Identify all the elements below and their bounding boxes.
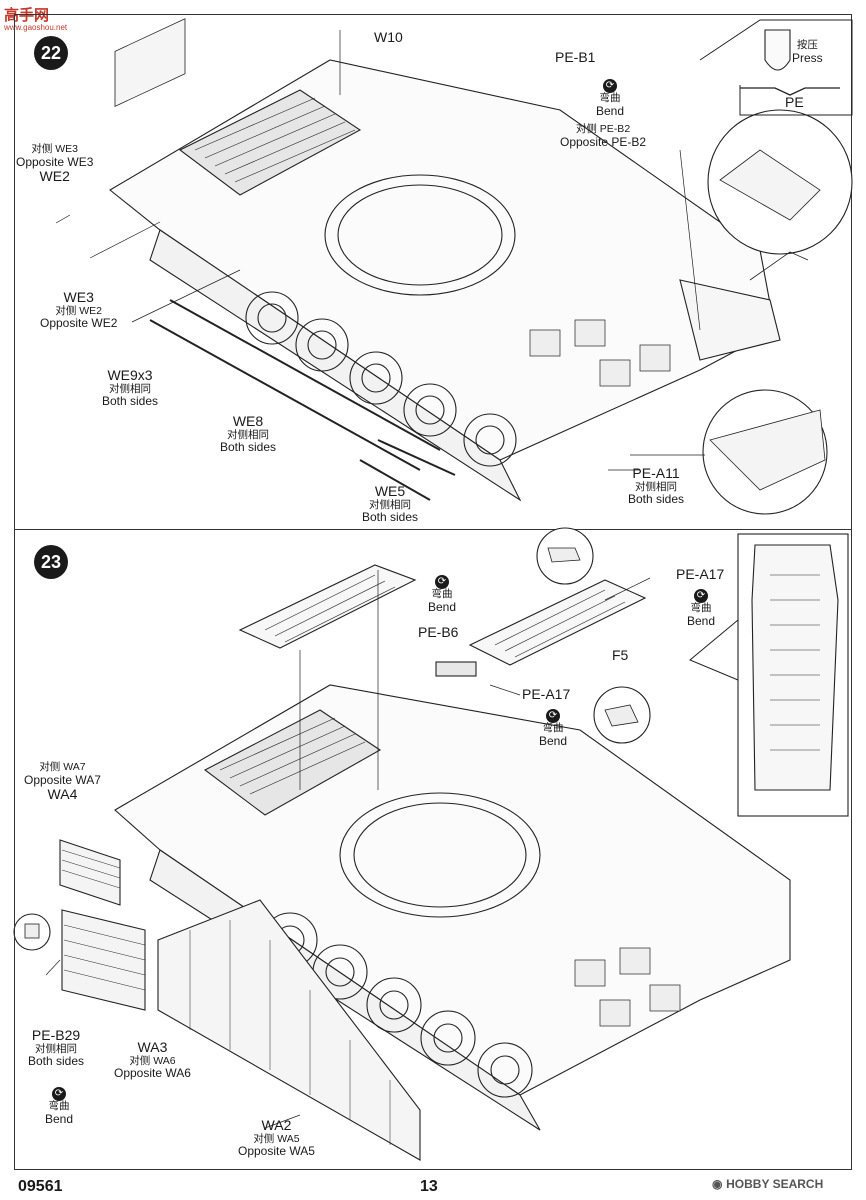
part-code-we9x3: WE9x3	[107, 367, 153, 383]
label-pe-b6: PE-B6	[418, 624, 459, 641]
we8-zh: 对侧相同	[227, 428, 270, 441]
bend-a17-en: Bend	[686, 613, 716, 628]
part-code-pe-b6: PE-B6	[418, 624, 459, 640]
opp-we2-en: Opposite WE2	[40, 316, 118, 331]
part-code-we8: WE8	[232, 413, 264, 429]
label-wa4-group: 对侧 WA7 Opposite WA7 WA4	[24, 761, 101, 803]
site-logo-url: www.gaoshou.net	[4, 23, 68, 32]
opp-pe-b2-zh: 对侧 PE-B2	[575, 123, 631, 135]
step-22-panel	[14, 14, 852, 530]
label-press: 按压 Press	[792, 39, 823, 65]
step-22-badge: 22	[34, 36, 68, 70]
step-23-panel	[14, 530, 852, 1170]
b29-en: Both sides	[28, 1054, 85, 1069]
label-bend-a17: ⟳ 弯曲 Bend	[686, 588, 716, 628]
label-we8: WE8 对侧相同 Both sides	[220, 413, 277, 455]
opp-wa5-zh: 对侧 WA5	[253, 1132, 300, 1145]
label-bend-low: ⟳ 弯曲 Bend	[538, 708, 568, 748]
part-code-pe-b29: PE-B29	[31, 1027, 81, 1043]
label-bend-1: ⟳ 弯曲 Bend	[590, 78, 630, 118]
opp-we2-zh: 对侧 WE2	[55, 304, 103, 317]
we9-en: Both sides	[102, 394, 159, 409]
part-code-pe-b1: PE-B1	[555, 49, 596, 65]
press-zh: 按压	[796, 39, 818, 51]
part-code-wa2: WA2	[261, 1117, 292, 1133]
bend-1-zh: 弯曲	[599, 92, 621, 104]
part-code-pe: PE	[785, 94, 804, 110]
we5-zh: 对侧相同	[369, 498, 412, 511]
bend-b6-en: Bend	[427, 599, 457, 614]
site-logo-text: 高手网	[4, 7, 50, 24]
opp-wa6-zh: 对侧 WA6	[129, 1054, 176, 1067]
label-we9: WE9x3 对侧相同 Both sides	[102, 367, 159, 409]
b29-zh: 对侧相同	[35, 1042, 78, 1055]
part-code-we5: WE5	[374, 483, 406, 499]
kit-number: 09561	[18, 1178, 63, 1195]
bend-icon: ⟳	[603, 79, 617, 93]
label-we3-group: WE3 对侧 WE2 Opposite WE2	[40, 289, 118, 331]
bend-icon: ⟳	[694, 589, 708, 603]
step-23-tank-drawing	[13, 527, 849, 1161]
opp-wa6-en: Opposite WA6	[114, 1066, 191, 1081]
label-pe-a17-low: PE-A17	[522, 686, 571, 703]
label-pe-plate: PE	[785, 94, 804, 111]
label-pe-a11: PE-A11 对侧相同 Both sides	[628, 465, 685, 507]
press-en: Press	[792, 50, 823, 65]
part-code-f5: F5	[612, 647, 629, 663]
part-code-we3: WE3	[63, 289, 94, 305]
step-22-number: 22	[40, 42, 62, 63]
bend-icon: ⟳	[546, 709, 560, 723]
label-w10: W10	[374, 29, 403, 46]
we9-zh: 对侧相同	[109, 382, 152, 395]
pe-a11-zh: 对侧相同	[635, 480, 678, 493]
page-number: 13	[420, 1178, 438, 1195]
we5-en: Both sides	[362, 510, 419, 525]
label-pe-b29: PE-B29 对侧相同 Both sides	[28, 1027, 85, 1069]
opp-we3-en: Opposite WE3	[16, 154, 94, 169]
site-logo: 高手网 www.gaoshou.net	[4, 4, 67, 32]
hobby-search-logo-icon: ◉	[712, 1177, 723, 1191]
opp-we3-zh: 对侧 WE3	[31, 143, 79, 155]
bend-b29-en: Bend	[44, 1111, 74, 1126]
bend-a17-zh: 弯曲	[690, 602, 712, 614]
step-22-tank-drawing	[55, 18, 853, 515]
part-code-pe-a17-low: PE-A17	[522, 686, 571, 702]
part-code-wa3: WA3	[137, 1039, 168, 1055]
step-23-badge: 23	[34, 545, 68, 579]
label-pe-a17-top: PE-A17	[676, 566, 725, 583]
part-code-we2: WE2	[39, 168, 70, 185]
bend-1-en: Bend	[595, 103, 625, 118]
label-wa2-group: WA2 对侧 WA5 Opposite WA5	[238, 1117, 315, 1159]
label-we2-group: 对侧 WE3 Opposite WE3 WE2	[16, 143, 94, 185]
we8-en: Both sides	[220, 440, 277, 455]
part-code-pe-a17-top: PE-A17	[676, 566, 725, 582]
opp-wa7-en: Opposite WA7	[24, 772, 101, 787]
bend-low-zh: 弯曲	[542, 722, 564, 734]
watermark-text: HOBBY SEARCH	[726, 1177, 824, 1191]
bend-b6-zh: 弯曲	[431, 588, 453, 600]
label-pe-b1: PE-B1	[555, 49, 596, 66]
label-bend-b6: ⟳ 弯曲 Bend	[422, 574, 462, 614]
label-we5: WE5 对侧相同 Both sides	[362, 483, 419, 525]
hobby-search-watermark: ◉ HOBBY SEARCH	[712, 1176, 823, 1191]
opp-wa7-zh: 对侧 WA7	[39, 761, 86, 773]
part-code-w10: W10	[374, 29, 403, 45]
label-bend-b29: ⟳ 弯曲 Bend	[44, 1086, 74, 1126]
bend-icon: ⟳	[435, 575, 449, 589]
opp-pe-b2-en: Opposite PE-B2	[560, 134, 647, 149]
bend-b29-zh: 弯曲	[48, 1100, 70, 1112]
part-code-pe-a11: PE-A11	[632, 465, 680, 481]
label-wa3-group: WA3 对侧 WA6 Opposite WA6	[114, 1039, 191, 1081]
pe-a11-en: Both sides	[628, 492, 685, 507]
part-code-wa4: WA4	[47, 786, 78, 803]
label-opposite-pe-b2: 对侧 PE-B2 Opposite PE-B2	[560, 123, 647, 149]
opp-wa5-en: Opposite WA5	[238, 1144, 315, 1159]
bend-icon: ⟳	[52, 1087, 66, 1101]
bend-low-en: Bend	[538, 733, 568, 748]
label-f5: F5	[612, 647, 629, 664]
step-23-number: 23	[40, 551, 62, 572]
